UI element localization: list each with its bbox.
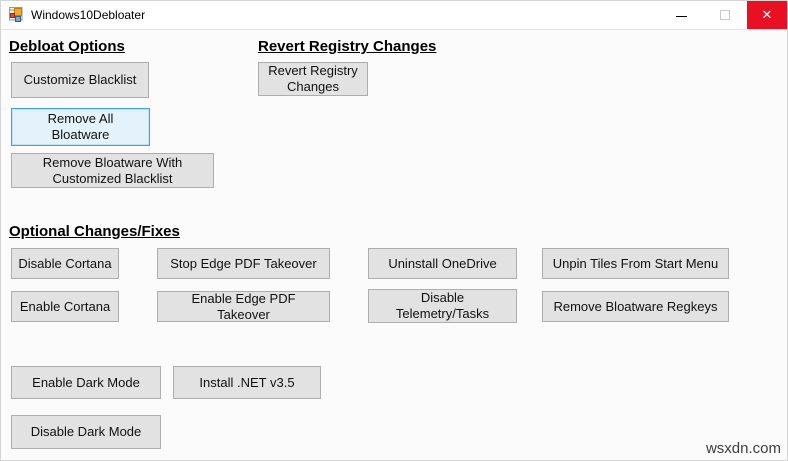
- remove-all-bloatware-button[interactable]: Remove All Bloatware: [11, 108, 150, 146]
- disable-cortana-button[interactable]: Disable Cortana: [11, 248, 119, 279]
- optional-changes-heading: Optional Changes/Fixes: [9, 223, 180, 240]
- revert-registry-heading: Revert Registry Changes: [258, 38, 437, 55]
- maximize-icon: [720, 10, 730, 20]
- debloat-options-heading: Debloat Options: [9, 38, 125, 55]
- window-title: Windows10Debloater: [31, 8, 146, 22]
- revert-registry-changes-button[interactable]: Revert Registry Changes: [258, 62, 368, 96]
- watermark-text: wsxdn.com: [705, 440, 781, 457]
- remove-bloatware-custom-blacklist-button[interactable]: Remove Bloatware With Customized Blackli…: [11, 153, 214, 188]
- close-button[interactable]: ✕: [747, 1, 787, 29]
- enable-dark-mode-button[interactable]: Enable Dark Mode: [11, 366, 161, 399]
- stop-edge-pdf-takeover-button[interactable]: Stop Edge PDF Takeover: [157, 248, 330, 279]
- minimize-button[interactable]: [659, 1, 703, 29]
- remove-bloatware-regkeys-button[interactable]: Remove Bloatware Regkeys: [542, 291, 729, 322]
- customize-blacklist-button[interactable]: Customize Blacklist: [11, 62, 149, 98]
- titlebar: Windows10Debloater ✕: [1, 1, 787, 30]
- enable-edge-pdf-takeover-button[interactable]: Enable Edge PDF Takeover: [157, 291, 330, 322]
- maximize-button[interactable]: [703, 1, 747, 29]
- disable-telemetry-tasks-button[interactable]: Disable Telemetry/Tasks: [368, 289, 517, 323]
- close-icon: ✕: [761, 7, 773, 22]
- window-controls: ✕: [659, 1, 787, 29]
- enable-cortana-button[interactable]: Enable Cortana: [11, 291, 119, 322]
- install-net-v35-button[interactable]: Install .NET v3.5: [173, 366, 321, 399]
- app-icon: [9, 7, 23, 22]
- uninstall-onedrive-button[interactable]: Uninstall OneDrive: [368, 248, 517, 279]
- disable-dark-mode-button[interactable]: Disable Dark Mode: [11, 415, 161, 449]
- unpin-tiles-start-menu-button[interactable]: Unpin Tiles From Start Menu: [542, 248, 729, 279]
- minimize-icon: [675, 16, 687, 17]
